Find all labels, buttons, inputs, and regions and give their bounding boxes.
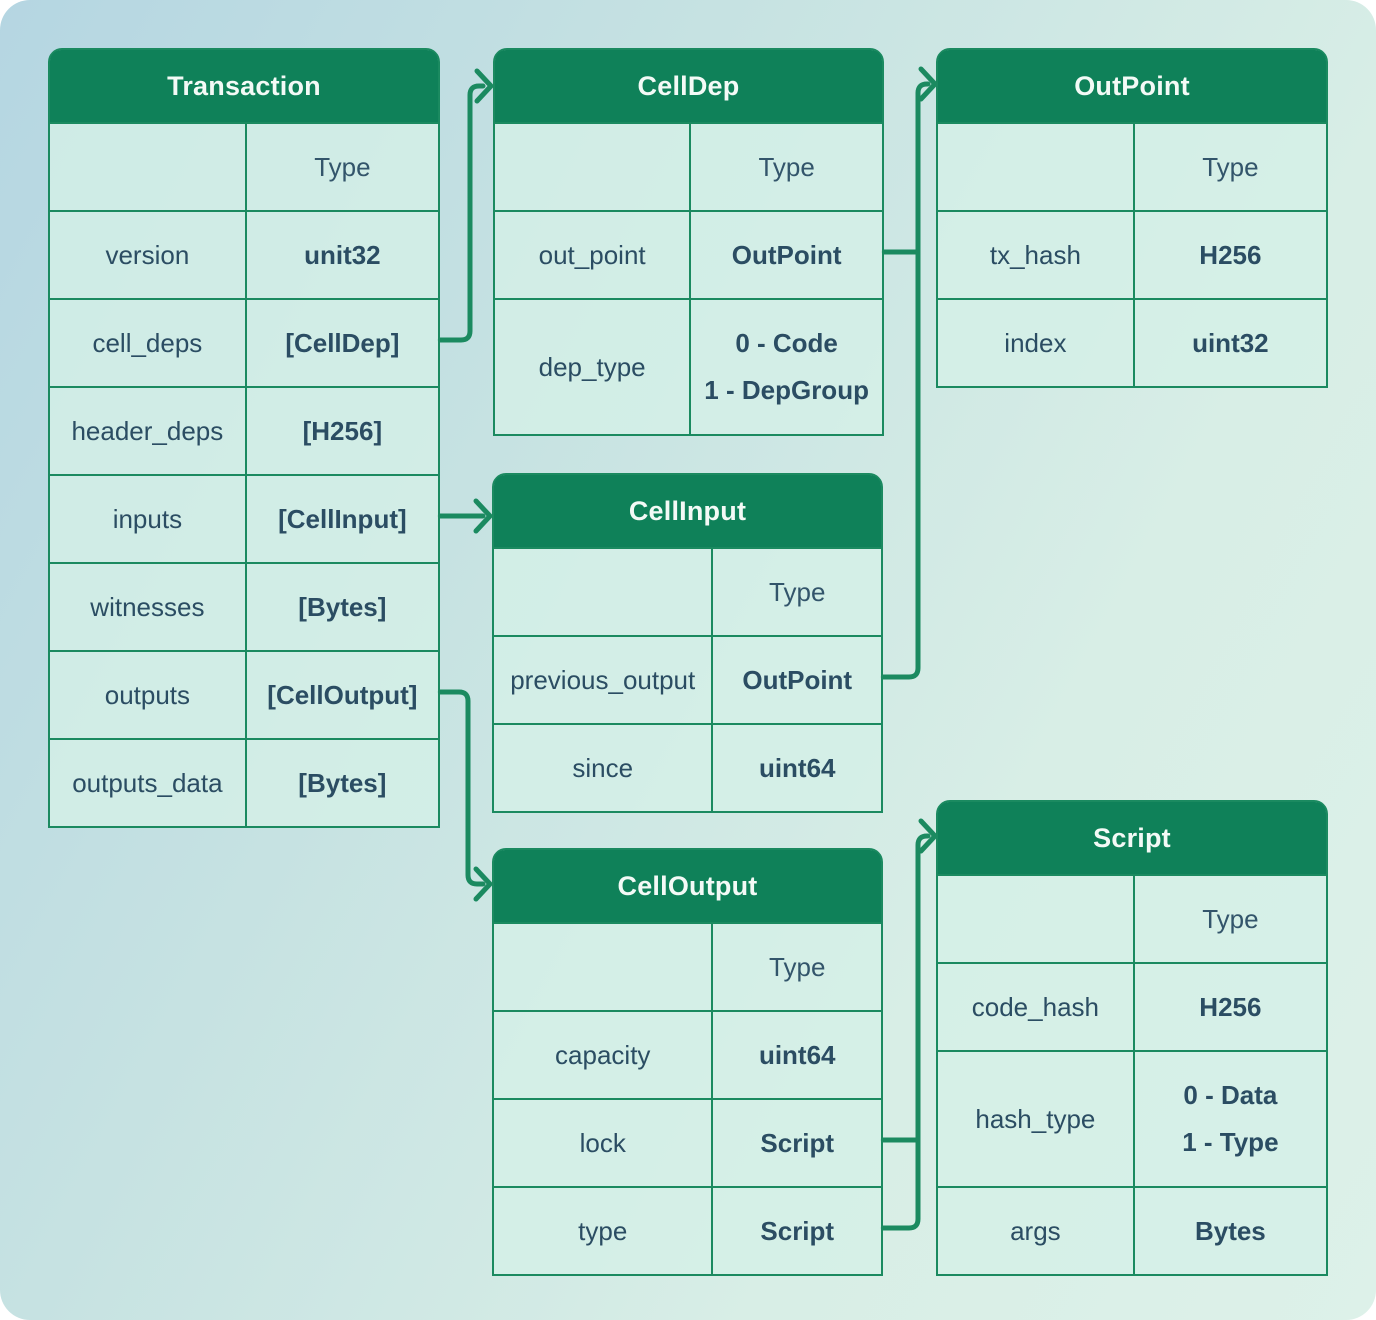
cell-value: [Bytes] — [244, 564, 438, 650]
cell-label: dep_type — [538, 351, 646, 382]
table-row: Type — [938, 874, 1326, 962]
cell-label: code_hash — [971, 991, 1099, 1022]
table-row: lock Script — [494, 1098, 881, 1186]
cell-label — [494, 924, 711, 1010]
cell-value: 0 - Code 1 - DepGroup — [689, 300, 882, 434]
table-title: OutPoint — [938, 50, 1326, 122]
table-row: since uint64 — [494, 723, 881, 811]
table-cellinput: CellInput Type previous_output OutPoint … — [492, 473, 883, 813]
table-row: outputs_data [Bytes] — [50, 738, 438, 826]
table-row: type Script — [494, 1186, 881, 1274]
cell-value: H256 — [1132, 212, 1326, 298]
cell-value: Type — [689, 124, 882, 210]
cell-value: OutPoint — [689, 212, 882, 298]
table-row: cell_deps [CellDep] — [50, 298, 438, 386]
table-row: Type — [494, 922, 881, 1010]
connector-outputs-to-celloutput — [437, 689, 486, 887]
cell-value: Type — [711, 549, 881, 635]
cell-value: uint64 — [711, 725, 881, 811]
table-row: tx_hash H256 — [938, 210, 1326, 298]
table-row: index uint32 — [938, 298, 1326, 386]
table-row: witnesses [Bytes] — [50, 562, 438, 650]
cell-label — [938, 124, 1133, 210]
table-row: Type — [938, 122, 1326, 210]
cell-value: H256 — [1132, 964, 1326, 1050]
cell-label: tx_hash — [989, 239, 1081, 270]
cell-value: Bytes — [1132, 1188, 1326, 1274]
cell-label: inputs — [112, 503, 183, 534]
cell-value: [CellInput] — [244, 476, 438, 562]
table-row: args Bytes — [938, 1186, 1326, 1274]
cell-value: Type — [1132, 876, 1326, 962]
table-title: CellInput — [494, 475, 881, 547]
table-row: outputs [CellOutput] — [50, 650, 438, 738]
cell-label — [494, 549, 711, 635]
cell-value: uint32 — [1132, 300, 1326, 386]
cell-label: outputs_data — [72, 767, 223, 798]
table-row: hash_type 0 - Data 1 - Type — [938, 1050, 1326, 1186]
cell-value: Script — [711, 1188, 881, 1274]
cell-value: Script — [711, 1100, 881, 1186]
arrowhead-script — [918, 818, 938, 854]
connector-celldeps-to-celldep — [437, 83, 486, 343]
cell-value: 0 - Data 1 - Type — [1132, 1052, 1326, 1186]
cell-label — [938, 876, 1133, 962]
table-row: version unit32 — [50, 210, 438, 298]
table-title: CellDep — [495, 50, 882, 122]
table-row: out_point OutPoint — [495, 210, 882, 298]
table-row: previous_output OutPoint — [494, 635, 881, 723]
table-row: Type — [495, 122, 882, 210]
table-row: dep_type 0 - Code 1 - DepGroup — [495, 298, 882, 434]
table-title: Transaction — [50, 50, 438, 122]
cell-value: uint64 — [711, 1012, 881, 1098]
cell-label: args — [1010, 1215, 1061, 1246]
table-row: header_deps [H256] — [50, 386, 438, 474]
table-title: CellOutput — [494, 850, 881, 922]
cell-label — [495, 124, 689, 210]
table-celldep: CellDep Type out_point OutPoint dep_type… — [493, 48, 884, 436]
cell-label — [50, 124, 245, 210]
arrowhead-cellinput — [473, 498, 493, 534]
arrowhead-outpoint — [918, 66, 938, 102]
arrowhead-celldep — [474, 68, 494, 104]
cell-label: index — [1004, 327, 1067, 358]
table-script: Script Type code_hash H256 hash_type 0 -… — [936, 800, 1328, 1276]
cell-value: Type — [1132, 124, 1326, 210]
table-outpoint: OutPoint Type tx_hash H256 index uint32 — [936, 48, 1328, 388]
table-row: inputs [CellInput] — [50, 474, 438, 562]
cell-value: [Bytes] — [244, 740, 438, 826]
cell-label: header_deps — [71, 415, 224, 446]
table-title: Script — [938, 802, 1326, 874]
cell-value: Type — [711, 924, 881, 1010]
connector-previousoutput-to-outpoint — [880, 81, 931, 680]
cell-label: version — [105, 239, 190, 270]
cell-value: unit32 — [244, 212, 438, 298]
table-celloutput: CellOutput Type capacity uint64 lock Scr… — [492, 848, 883, 1276]
table-transaction: Transaction Type version unit32 cell_dep… — [48, 48, 440, 828]
table-row: capacity uint64 — [494, 1010, 881, 1098]
cell-value: [H256] — [244, 388, 438, 474]
cell-label: out_point — [538, 239, 646, 270]
cell-label: since — [572, 752, 634, 783]
cell-label: cell_deps — [92, 327, 203, 358]
cell-label: capacity — [555, 1039, 651, 1070]
cell-value: OutPoint — [711, 637, 881, 723]
cell-value: [CellOutput] — [244, 652, 438, 738]
table-row: Type — [50, 122, 438, 210]
cell-label: outputs — [104, 679, 191, 710]
arrowhead-celloutput — [473, 866, 493, 902]
cell-value: Type — [244, 124, 438, 210]
cell-label: type — [578, 1215, 628, 1246]
table-row: Type — [494, 547, 881, 635]
cell-value: [CellDep] — [244, 300, 438, 386]
connector-type-to-script — [880, 833, 931, 1231]
cell-label: lock — [579, 1127, 626, 1158]
cell-label: witnesses — [90, 591, 205, 622]
cell-label: hash_type — [975, 1103, 1096, 1134]
table-row: code_hash H256 — [938, 962, 1326, 1050]
cell-label: previous_output — [510, 664, 696, 695]
